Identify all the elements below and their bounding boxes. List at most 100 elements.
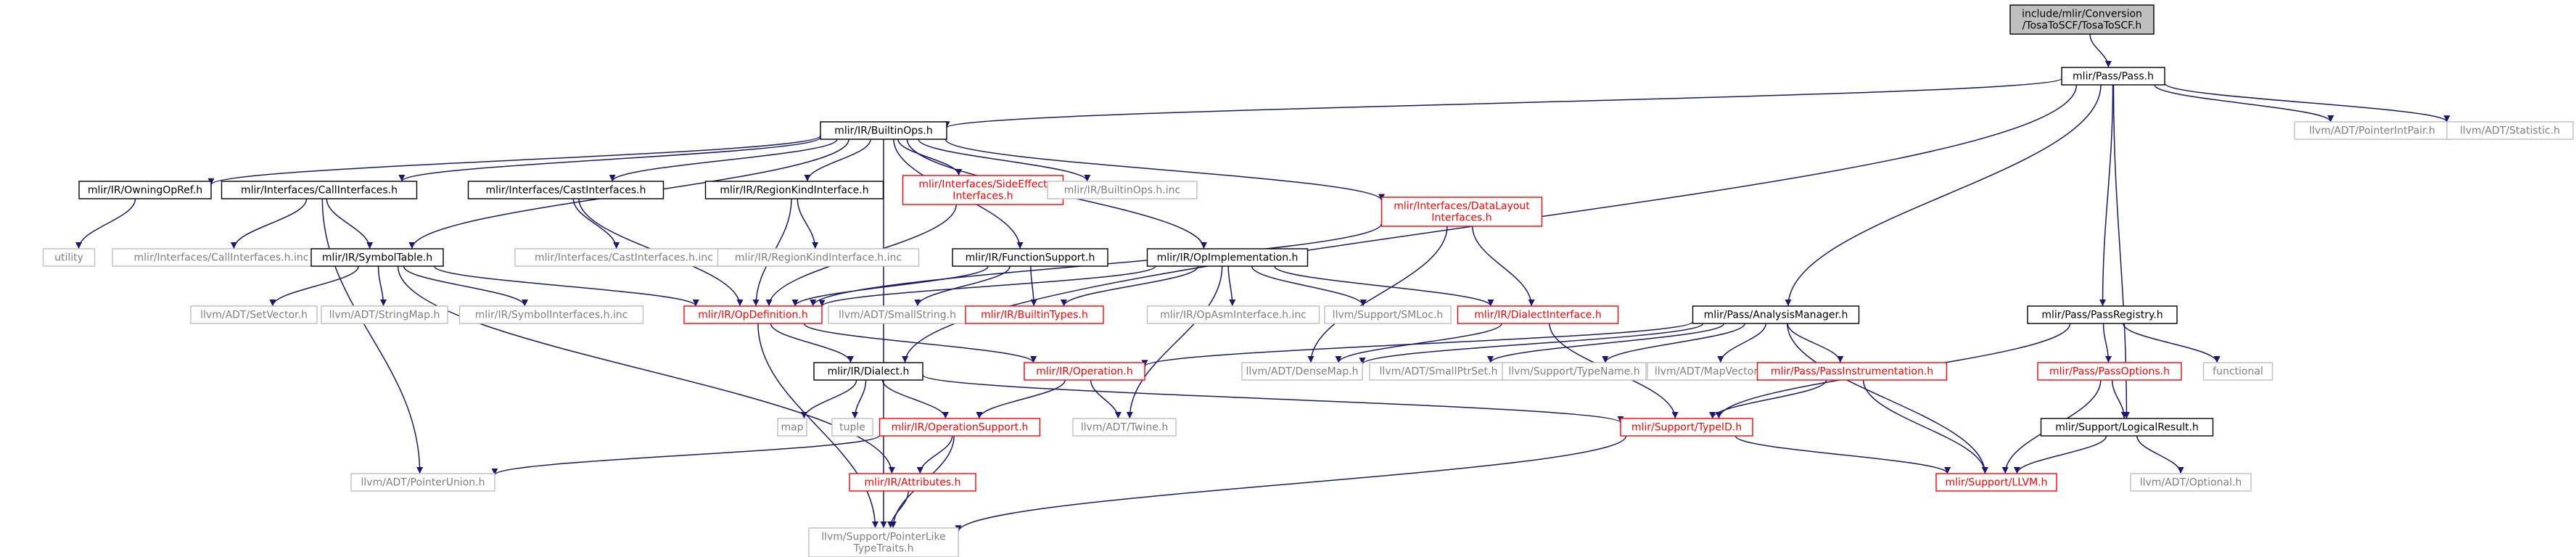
edge-operation-to-opsupport [976,379,1066,419]
node-label: mlir/IR/Dialect.h [828,366,910,378]
node-castinc[interactable]: mlir/Interfaces/CastInterfaces.h.inc [514,248,733,267]
node-regionkind[interactable]: mlir/IR/RegionKindInterface.h [704,181,884,199]
edge-functionsupport-to-smallstring [914,265,1011,307]
node-analysismanager[interactable]: mlir/Pass/AnalysisManager.h [1692,305,1860,324]
node-pointerintpair[interactable]: llvm/ADT/PointerIntPair.h [2294,121,2451,140]
edge-opimpl-to-dialectinterface [1274,265,1494,307]
node-smallstring[interactable]: llvm/ADT/SmallString.h [828,305,967,324]
node-smallptrset[interactable]: llvm/ADT/SmallPtrSet.h [1369,362,1508,381]
node-regionkindinc[interactable]: mlir/IR/RegionKindInterface.h.inc [717,248,920,267]
node-statistic[interactable]: llvm/ADT/Statistic.h [2446,121,2574,140]
node-label: mlir/IR/RegionKindInterface.h [720,185,868,197]
edge-opimpl-to-smloc [1251,265,1367,307]
edge-builtinops-to-builtinopsinc [918,139,1091,182]
edge-symboltable-to-stringmap [377,265,387,307]
node-label: mlir/Interfaces/CallInterfaces.h [241,185,398,197]
node-box [2037,362,2182,381]
node-box [878,418,1041,437]
edge-pass-to-pointerintpair [2154,84,2334,123]
node-builtinops[interactable]: mlir/IR/BuiltinOps.h [820,121,947,140]
node-pointerunion[interactable]: llvm/ADT/PointerUnion.h [350,473,495,492]
node-opasminc[interactable]: mlir/IR/OpAsmInterface.h.inc [1146,305,1320,324]
node-callinterfaces[interactable]: mlir/Interfaces/CallInterfaces.h [221,181,418,199]
edge-symboltable-to-symbolinc [403,265,528,307]
node-box [1072,418,1177,437]
node-functional[interactable]: functional [2202,362,2273,381]
node-label: mlir/IR/OpDefinition.h [698,310,807,321]
node-mapvector[interactable]: llvm/ADT/MapVector.h [1647,362,1774,381]
node-box [1457,305,1619,324]
node-logicalresult[interactable]: mlir/Support/LogicalResult.h [2040,418,2214,437]
node-twine[interactable]: llvm/ADT/Twine.h [1072,418,1177,437]
edge-analysismanager-to-smallptrset [1487,323,1725,363]
node-dialectinterface[interactable]: mlir/IR/DialectInterface.h [1457,305,1619,324]
node-label: llvm/ADT/SmallString.h [839,310,956,321]
node-opsupport[interactable]: mlir/IR/OperationSupport.h [878,418,1041,437]
node-box [1756,362,1948,381]
node-label: llvm/ADT/Optional.h [2140,477,2242,489]
node-label: include/mlir/Conversion [2022,9,2142,20]
edge-dialectinterface-to-densemap [1335,323,1502,363]
node-box [1380,197,1543,227]
node-passinstr[interactable]: mlir/Pass/PassInstrumentation.h [1756,362,1948,381]
node-owningopref[interactable]: mlir/IR/OwningOpRef.h [78,181,212,199]
edge-opimpl-to-twine [1126,265,1223,419]
node-operation[interactable]: mlir/IR/Operation.h [1024,362,1145,381]
node-box [2130,473,2252,492]
node-map[interactable]: map [777,418,807,437]
node-supportllvm[interactable]: mlir/Support/LLVM.h [1935,473,2057,492]
node-utility[interactable]: utility [42,248,96,267]
node-densemap[interactable]: llvm/ADT/DenseMap.h [1241,362,1363,381]
node-symboltable[interactable]: mlir/IR/SymbolTable.h [310,248,444,267]
node-callinc[interactable]: mlir/Interfaces/CallInterfaces.h.inc [112,248,331,267]
node-opimpl[interactable]: mlir/IR/OpImplementation.h [1146,248,1309,267]
node-box [828,305,967,324]
node-functionsupport[interactable]: mlir/IR/FunctionSupport.h [952,248,1108,267]
node-optional[interactable]: llvm/ADT/Optional.h [2130,473,2252,492]
node-box [831,418,873,437]
node-setvector[interactable]: llvm/ADT/SetVector.h [190,305,318,324]
node-label: mlir/IR/BuiltinOps.h.inc [1064,185,1180,197]
node-attributes[interactable]: mlir/IR/Attributes.h [849,473,976,492]
node-box [808,527,959,557]
node-box [813,362,923,381]
node-box [1024,362,1145,381]
node-label: llvm/ADT/Twine.h [1081,422,1168,434]
node-box [2009,4,2155,35]
edge-castinterfaces-to-castinc [572,198,620,249]
node-box [310,248,444,267]
node-label: llvm/Support/PointerLike [821,532,946,543]
edge-analysismanager-to-mapvector [1717,323,1766,363]
node-typename[interactable]: llvm/Support/TypeName.h [1502,362,1647,381]
node-dialect[interactable]: mlir/IR/Dialect.h [813,362,923,381]
node-symbolinc[interactable]: mlir/IR/SymbolInterfaces.h.inc [458,305,644,324]
edge-builtinops-to-regionkind [804,139,871,182]
node-pass[interactable]: mlir/Pass/Pass.h [2061,67,2165,86]
edge-opdefinition-to-pointerlike [757,323,878,529]
edge-dialect-to-tuple [851,379,867,419]
node-tuple[interactable]: tuple [831,418,873,437]
node-builtinopsinc[interactable]: mlir/IR/BuiltinOps.h.inc [1047,181,1198,199]
edge-symboltable-to-setvector [269,265,359,307]
node-box [1692,305,1860,324]
node-stringmap[interactable]: llvm/ADT/StringMap.h [321,305,448,324]
node-box [704,181,884,199]
node-passregistry[interactable]: mlir/Pass/PassRegistry.h [2027,305,2178,324]
edge-builtinops-to-castinterfaces [609,139,838,182]
node-opdefinition[interactable]: mlir/IR/OpDefinition.h [683,305,823,324]
node-label: mlir/IR/DialectInterface.h [1474,310,1601,321]
node-root[interactable]: include/mlir/Conversion/TosaToSCF/TosaTo… [2009,4,2155,35]
node-passoptions[interactable]: mlir/Pass/PassOptions.h [2037,362,2182,381]
edge-callinterfaces-to-symboltable [326,198,374,249]
node-box [1047,181,1198,199]
node-typeid[interactable]: mlir/Support/TypeID.h [1620,418,1753,437]
node-castinterfaces[interactable]: mlir/Interfaces/CastInterfaces.h [467,181,664,199]
node-builtintypes[interactable]: mlir/IR/BuiltinTypes.h [965,305,1104,324]
node-smloc[interactable]: llvm/Support/SMLoc.h [1324,305,1452,324]
node-label: llvm/Support/SMLoc.h [1333,310,1444,321]
node-label: llvm/ADT/PointerUnion.h [361,477,485,489]
edge-builtinops-to-sideeffect [897,139,963,176]
